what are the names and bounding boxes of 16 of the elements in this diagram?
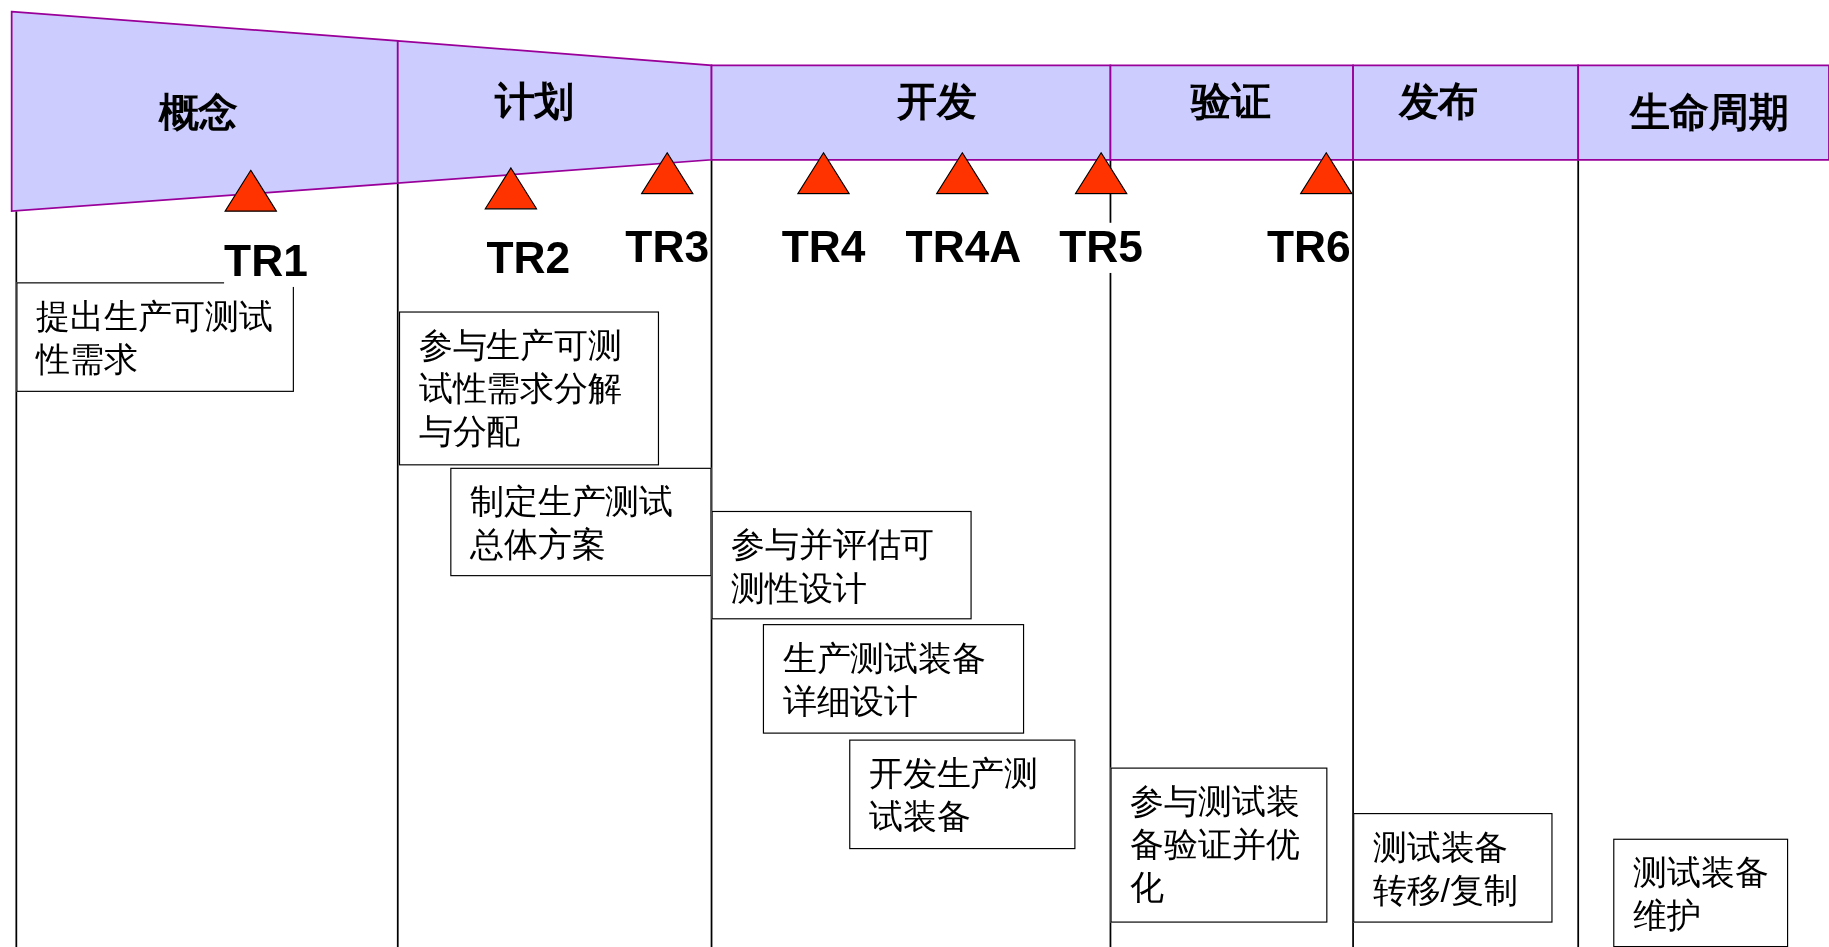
activity-box: 测试装备转移/复制	[1353, 813, 1553, 923]
phase-label: 概念	[158, 88, 238, 137]
activity-box: 提出生产可测试性需求	[16, 282, 294, 392]
activity-box: 参与测试装备验证并优化	[1110, 767, 1328, 923]
activity-box: 参与并评估可测性设计	[711, 510, 972, 620]
phase-label: 生命周期	[1629, 88, 1789, 137]
phase-label: 计划	[494, 78, 574, 126]
activity-box: 测试装备维护	[1613, 838, 1789, 947]
activity-box: 开发生产测试装备	[849, 739, 1076, 850]
milestone-label: TR5	[1059, 222, 1143, 273]
phase-label: 验证	[1190, 78, 1271, 126]
phase-label: 开发	[897, 78, 977, 126]
activity-box: 制定生产测试总体方案	[450, 467, 712, 577]
activity-box: 生产测试装备详细设计	[762, 624, 1025, 734]
activity-box: 参与生产可测试性需求分解与分配	[398, 311, 660, 466]
phase-label: 发布	[1398, 78, 1478, 126]
